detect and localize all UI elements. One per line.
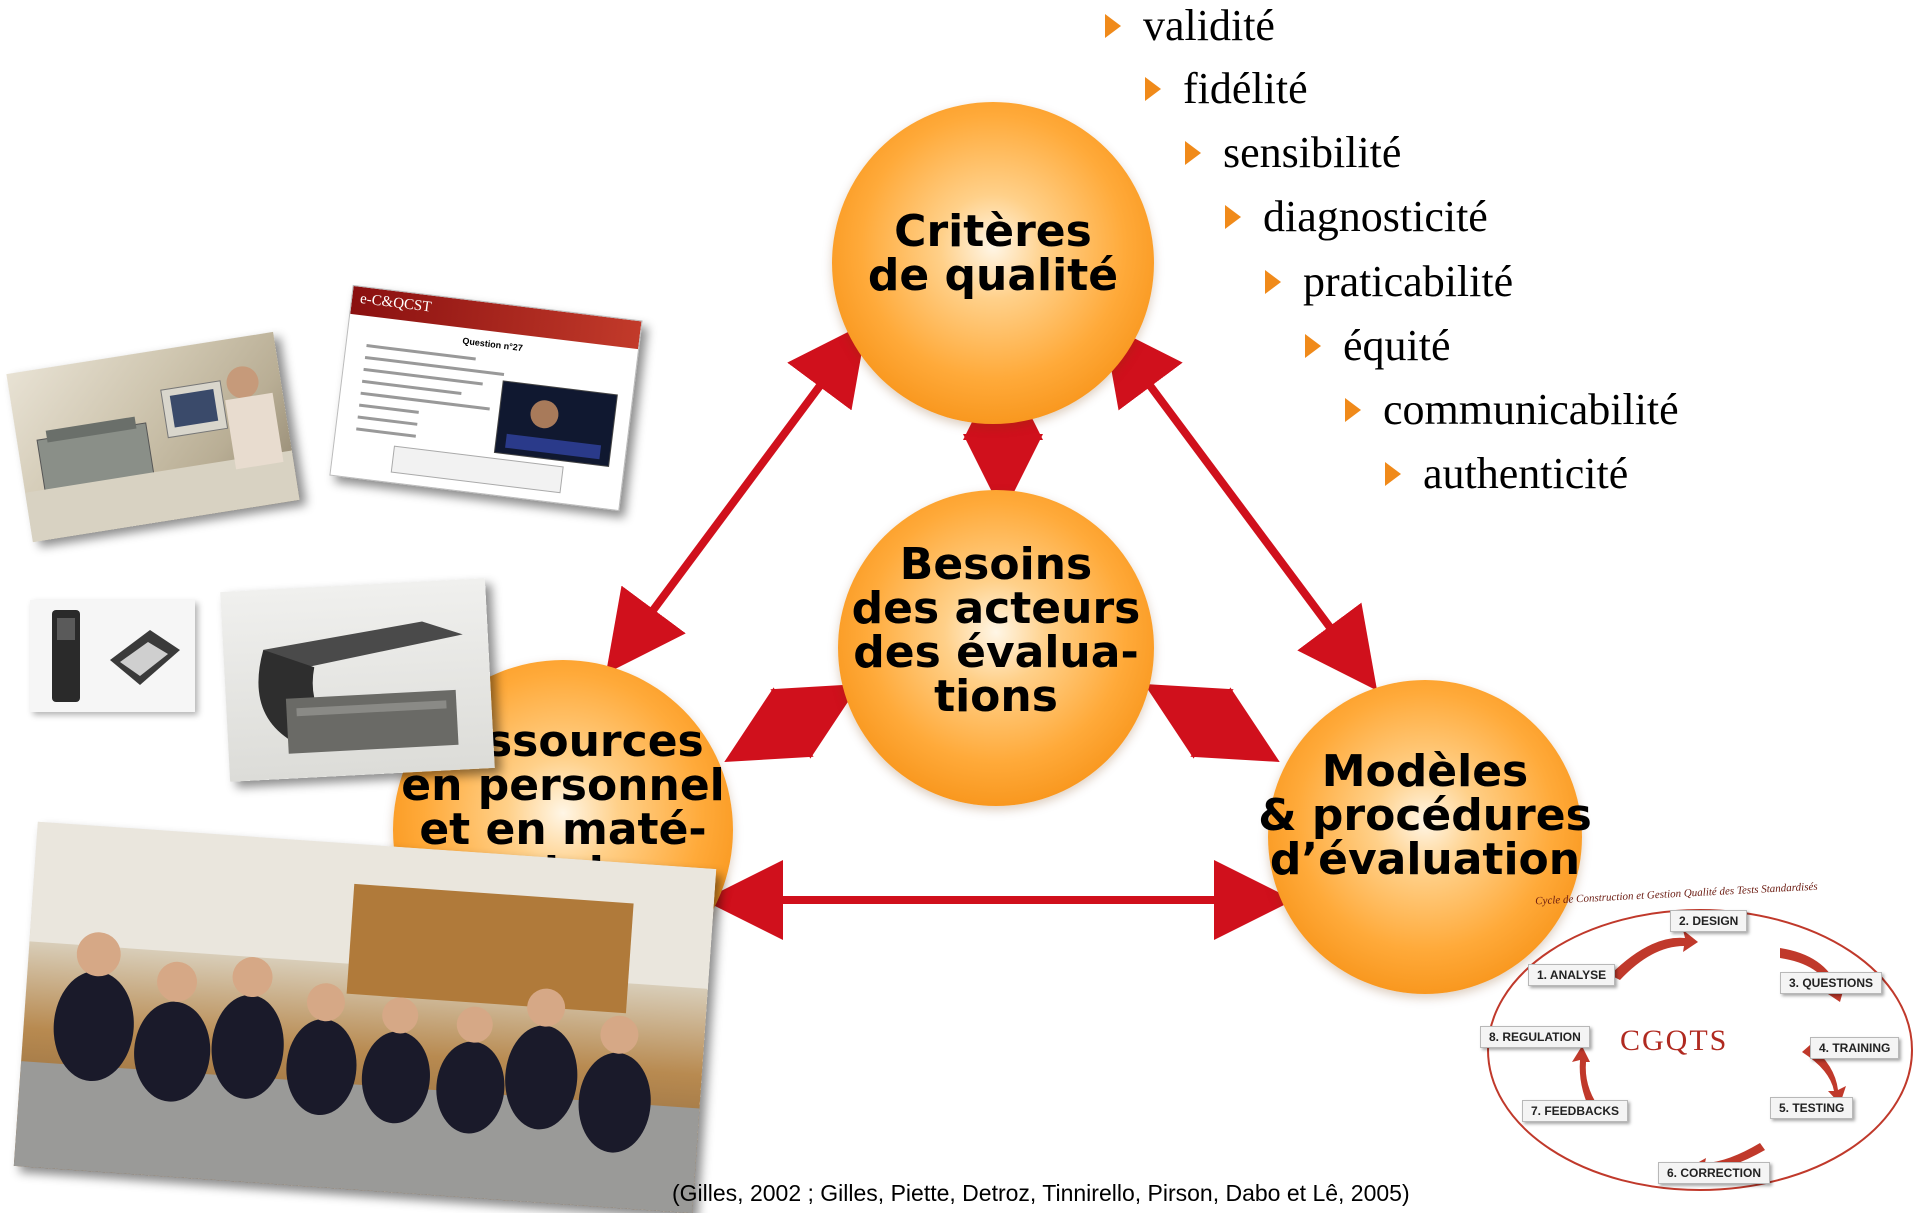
criterion-item: communicabilité [1345, 384, 1679, 435]
photo-optical-reader [220, 578, 495, 782]
node-criteres-circle [832, 102, 1154, 424]
photo-ecqcst-screen: e-C&QCST Question n°27 [329, 284, 643, 512]
criterion-label: sensibilité [1223, 128, 1402, 177]
cycle-step-feedbacks: 7. FEEDBACKS [1522, 1100, 1629, 1122]
criterion-item: équité [1305, 320, 1451, 371]
cgqts-cycle-diagram: Cycle de Construction et Gestion Qualité… [1480, 880, 1920, 1200]
criterion-label: diagnosticité [1263, 192, 1488, 241]
arrow-besoins-modeles [1144, 684, 1280, 762]
photo-scanner-workstation [6, 331, 300, 543]
node-besoins-circle [838, 490, 1154, 806]
cycle-step-training: 4. TRAINING [1810, 1037, 1900, 1059]
cycle-center-label: CGQTS [1620, 1024, 1729, 1057]
cycle-step-regulation: 8. REGULATION [1480, 1026, 1590, 1048]
criterion-item: authenticité [1385, 448, 1628, 499]
workstation-illustration [25, 366, 300, 543]
criterion-label: communicabilité [1383, 385, 1679, 434]
criterion-label: authenticité [1423, 449, 1629, 498]
ecqcst-logo: e-C&QCST [359, 290, 433, 316]
bullet-triangle-icon [1105, 13, 1121, 38]
bullet-triangle-icon [1225, 204, 1241, 229]
cycle-step-design: 2. DESIGN [1670, 910, 1748, 932]
cycle-step-correction: 6. CORRECTION [1658, 1162, 1771, 1184]
bullet-triangle-icon [1185, 140, 1201, 165]
reader-illustration [258, 621, 463, 754]
bullet-triangle-icon [1345, 397, 1361, 422]
criterion-item: praticabilité [1265, 256, 1513, 307]
criterion-label: équité [1343, 321, 1451, 370]
cycle-step-questions: 3. QUESTIONS [1780, 972, 1883, 994]
bullet-triangle-icon [1305, 333, 1321, 358]
team-illustration [13, 821, 717, 1213]
cycle-step-analyse: 1. ANALYSE [1528, 964, 1616, 986]
bullet-triangle-icon [1265, 269, 1281, 294]
citation: (Gilles, 2002 ; Gilles, Piette, Detroz, … [672, 1180, 1410, 1206]
node-modeles-circle [1268, 680, 1582, 994]
criterion-item: validité [1105, 0, 1275, 51]
bullet-triangle-icon [1385, 461, 1401, 486]
criterion-item: sensibilité [1185, 127, 1401, 178]
photo-team-group [13, 821, 717, 1213]
bullet-triangle-icon [1145, 76, 1161, 101]
criterion-label: praticabilité [1303, 257, 1514, 306]
criterion-item: fidélité [1145, 63, 1308, 114]
criterion-label: validité [1143, 1, 1275, 50]
ecqcst-form-illustration [356, 344, 618, 494]
arrow-criteres-ressources [605, 322, 868, 674]
criterion-item: diagnosticité [1225, 191, 1488, 242]
arrow-criteres-modeles [1102, 322, 1378, 691]
handheld-illustration [52, 610, 180, 702]
arrow-besoins-ressources [724, 684, 860, 762]
criterion-label: fidélité [1183, 64, 1308, 113]
photo-handheld-device [30, 600, 195, 712]
cycle-step-testing: 5. TESTING [1770, 1097, 1854, 1119]
